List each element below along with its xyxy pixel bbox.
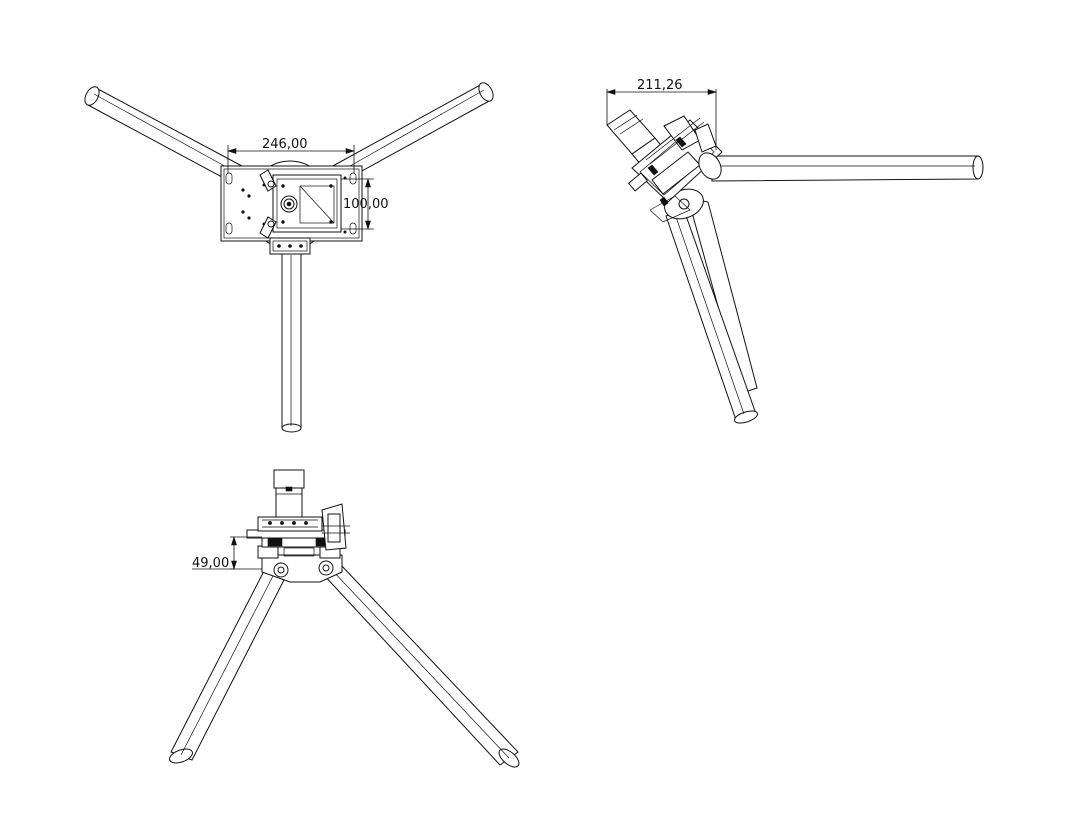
front-left-leg — [169, 570, 285, 764]
top-view: 246,00 100,00 — [84, 82, 494, 433]
front-view: 49,00 — [169, 469, 520, 768]
top-height-dimension: 100,00 — [341, 177, 389, 231]
front-height-dimension: 49,00 — [192, 535, 262, 571]
dimension-label-246: 246,00 — [262, 137, 308, 152]
front-top-plate — [257, 516, 323, 532]
iso-head-assembly — [627, 115, 723, 223]
top-bottom-leg — [281, 251, 302, 433]
top-width-dimension: 246,00 — [226, 137, 356, 173]
top-right-leg — [330, 82, 494, 184]
dimension-label-211: 211,26 — [637, 78, 683, 93]
iso-width-dimension: 211,26 — [605, 78, 718, 150]
dimension-label-49: 49,00 — [192, 556, 229, 571]
top-left-leg — [84, 86, 256, 191]
iso-motor — [606, 109, 666, 167]
top-bottom-bracket — [269, 237, 311, 255]
front-hub — [257, 545, 343, 583]
dimension-label-100: 100,00 — [343, 197, 389, 212]
top-clamp-levers — [259, 169, 277, 239]
iso-view: 211,26 — [605, 78, 984, 424]
front-motor — [273, 469, 305, 518]
top-inner-plate — [272, 174, 342, 233]
front-right-leg — [321, 563, 520, 768]
iso-down-legs — [665, 197, 759, 424]
front-right-bracket — [321, 503, 350, 551]
iso-right-leg — [711, 155, 984, 182]
